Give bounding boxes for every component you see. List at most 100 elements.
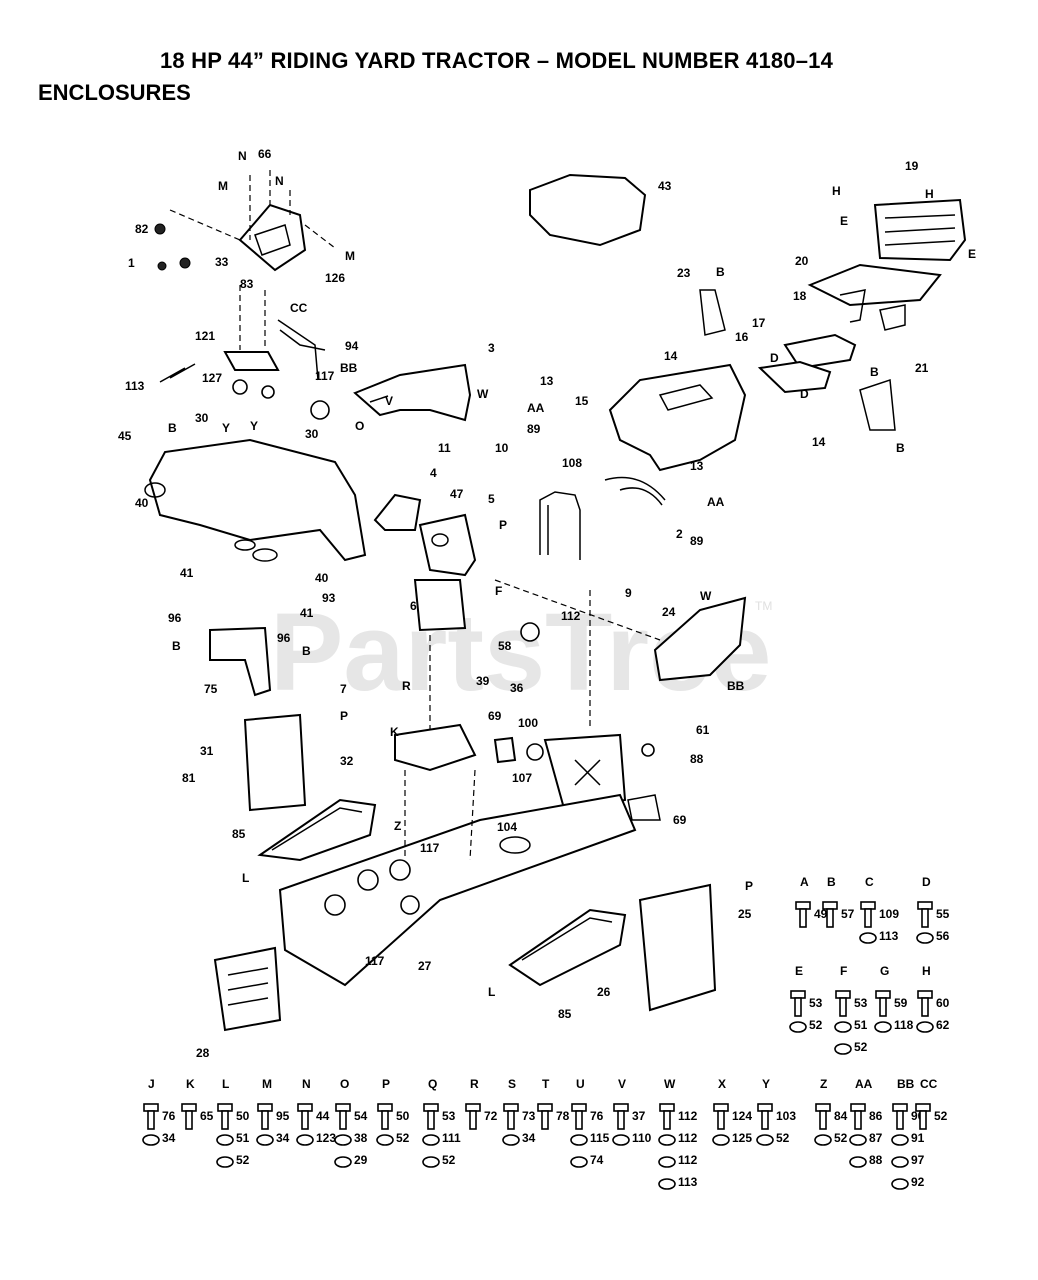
hardware-part-number: 29 xyxy=(354,1153,368,1167)
bolt-head-icon xyxy=(217,1103,233,1112)
bolt-shank-icon xyxy=(819,1110,827,1130)
callout-y2: Y xyxy=(250,419,258,433)
callout-26: 26 xyxy=(597,985,611,999)
nut-icon xyxy=(216,1134,234,1146)
callout-d2: D xyxy=(800,387,809,401)
bolt-head-icon xyxy=(875,990,891,999)
callout-96b: 96 xyxy=(277,631,291,645)
callout-28: 28 xyxy=(196,1046,210,1060)
callout-69a: 69 xyxy=(488,709,502,723)
hardware-part-number: 52 xyxy=(934,1109,948,1123)
hardware-part-number: 74 xyxy=(590,1153,604,1167)
callout-n1: N xyxy=(238,149,247,163)
callout-69b: 69 xyxy=(673,813,687,827)
hardware-part-number: 91 xyxy=(911,1131,925,1145)
callout-83: 83 xyxy=(240,277,254,291)
callout-25: 25 xyxy=(738,907,752,921)
callout-15: 15 xyxy=(575,394,589,408)
hardware-letter: C xyxy=(865,875,874,889)
bolt-head-icon xyxy=(659,1103,675,1112)
hardware-part-number: 53 xyxy=(442,1109,456,1123)
hardware-part-number: 112 xyxy=(678,1109,698,1123)
nut-icon xyxy=(712,1134,730,1146)
callout-100: 100 xyxy=(518,716,538,730)
bolt-head-icon xyxy=(917,990,933,999)
hardware-part-number: 65 xyxy=(200,1109,214,1123)
hardware-letter: CC xyxy=(920,1077,938,1091)
nut-icon xyxy=(789,1021,807,1033)
callout-14b: 14 xyxy=(812,435,826,449)
hardware-letter: S xyxy=(508,1077,516,1091)
hardware-part-number: 57 xyxy=(841,907,855,921)
hardware-part-number: 88 xyxy=(869,1153,883,1167)
callout-108: 108 xyxy=(562,456,582,470)
callout-30a: 30 xyxy=(195,411,209,425)
callout-2: 2 xyxy=(676,527,683,541)
bolt-shank-icon xyxy=(826,908,834,928)
hardware-group-b: B 57 xyxy=(822,875,855,928)
hardware-part-number: 124 xyxy=(732,1109,752,1123)
callout-43: 43 xyxy=(658,179,672,193)
hardware-part-number: 87 xyxy=(869,1131,883,1145)
callout-32: 32 xyxy=(340,754,354,768)
bolt-shank-icon xyxy=(854,1110,862,1130)
hardware-letter: R xyxy=(470,1077,479,1091)
bolt-head-icon xyxy=(835,990,851,999)
callout-112a: 112 xyxy=(561,609,581,623)
hardware-letter: Y xyxy=(762,1077,770,1091)
hardware-part-number: 50 xyxy=(396,1109,410,1123)
callout-18: 18 xyxy=(793,289,807,303)
bolt-shank-icon xyxy=(261,1110,269,1130)
nut-icon xyxy=(891,1156,909,1168)
nut-icon xyxy=(142,1134,160,1146)
bolt-shank-icon xyxy=(185,1110,193,1130)
hardware-part-number: 55 xyxy=(936,907,950,921)
nut-icon xyxy=(891,1178,909,1190)
callout-27: 27 xyxy=(418,959,432,973)
section-title: ENCLOSURES xyxy=(38,80,191,105)
hardware-part-number: 59 xyxy=(894,996,908,1010)
callout-17: 17 xyxy=(752,316,766,330)
callout-1: 1 xyxy=(128,256,135,270)
hardware-part-number: 86 xyxy=(869,1109,883,1123)
bolt-shank-icon xyxy=(381,1110,389,1130)
callout-b2: B xyxy=(172,639,181,653)
nut-icon xyxy=(916,1021,934,1033)
page-title: 18 HP 44” RIDING YARD TRACTOR – MODEL NU… xyxy=(160,48,834,73)
callout-58: 58 xyxy=(498,639,512,653)
callout-h2: H xyxy=(925,187,934,201)
bolt-head-icon xyxy=(503,1103,519,1112)
hardware-letter: E xyxy=(795,964,803,978)
hardware-part-number: 38 xyxy=(354,1131,368,1145)
hardware-letter: T xyxy=(542,1077,550,1091)
callout-7: 7 xyxy=(340,682,347,696)
parts-artwork xyxy=(144,170,967,1032)
nut-icon xyxy=(916,932,934,944)
callout-v1: V xyxy=(385,394,393,408)
bolt-shank-icon xyxy=(469,1110,477,1130)
bolt-head-icon xyxy=(257,1103,273,1112)
bolt-shank-icon xyxy=(575,1110,583,1130)
callout-w1: W xyxy=(477,387,489,401)
callout-5: 5 xyxy=(488,492,495,506)
bolt-head-icon xyxy=(335,1103,351,1112)
hardware-part-number: 34 xyxy=(522,1131,536,1145)
callout-31: 31 xyxy=(200,744,214,758)
callout-bb2: BB xyxy=(727,679,745,693)
hardware-letter: B xyxy=(827,875,836,889)
hardware-group-r: R72 xyxy=(465,1077,498,1130)
hardware-letter: BB xyxy=(897,1077,915,1091)
callout-36: 36 xyxy=(510,681,524,695)
bolt-shank-icon xyxy=(761,1110,769,1130)
bolt-head-icon xyxy=(790,990,806,999)
hardware-group-a: A49 xyxy=(795,875,828,928)
callout-41a: 41 xyxy=(180,566,194,580)
hardware-letter: W xyxy=(664,1077,676,1091)
callout-11: 11 xyxy=(438,441,451,455)
